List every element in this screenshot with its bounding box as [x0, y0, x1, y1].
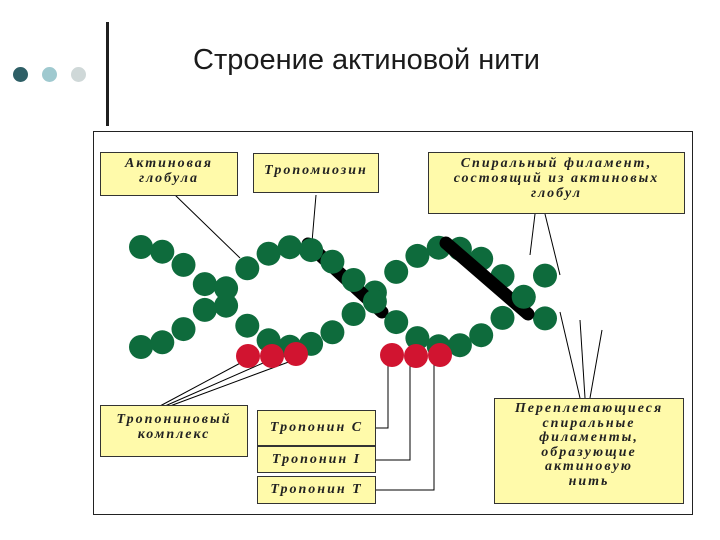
- title-divider: [106, 22, 109, 126]
- troponin-globule: [404, 344, 428, 368]
- page-title: Строение актиновой нити: [193, 44, 540, 76]
- actin-globule: [299, 238, 324, 263]
- label-line: Спиральный филамент,: [460, 156, 653, 171]
- label-line: нить: [568, 473, 610, 489]
- label-line: глобула: [139, 171, 199, 186]
- bullet-dot-mid: [42, 67, 57, 82]
- actin-globule: [384, 259, 409, 284]
- actin-globule: [150, 239, 175, 264]
- leader-lines: [159, 194, 603, 491]
- actin-globule: [405, 326, 430, 351]
- label-line: Тропониновый: [116, 412, 232, 427]
- actin-globule: [171, 317, 196, 342]
- actin-globule: [511, 284, 536, 309]
- actin-globule: [341, 302, 366, 326]
- label-line: Тропонин I: [271, 452, 362, 467]
- troponin-globule: [380, 343, 404, 367]
- label-tropomyosin: Тропомиозин: [253, 153, 379, 193]
- label-line: образующие: [541, 444, 637, 460]
- actin-globule: [533, 263, 557, 288]
- actin-globule: [192, 272, 217, 297]
- label-line: Тропомиозин: [264, 163, 368, 178]
- actin-globule: [129, 235, 153, 259]
- actin-globule: [469, 323, 494, 348]
- actin-strand-dark: [129, 235, 557, 359]
- actin-globule: [341, 268, 366, 292]
- actin-globule: [447, 333, 472, 358]
- label-line: Тропонин С: [269, 420, 364, 435]
- label-line: глобул: [531, 186, 582, 201]
- actin-globule: [320, 320, 345, 345]
- actin-globule: [490, 305, 515, 330]
- label-troponin-i: Тропонин I: [257, 446, 376, 473]
- label-troponin-t: Тропонин Т: [257, 476, 376, 504]
- label-line: Тропонин Т: [270, 482, 363, 497]
- troponin-globules: [236, 342, 452, 368]
- label-spiral-filament: Спиральный филамент, состоящий из актино…: [428, 152, 685, 214]
- label-line: Актиновая: [124, 156, 214, 171]
- label-troponin-complex: Тропониновый комплекс: [100, 405, 248, 457]
- actin-globule: [277, 235, 302, 260]
- label-line: спиральные: [542, 415, 636, 431]
- actin-globule: [533, 306, 557, 331]
- troponin-globule: [260, 344, 284, 368]
- actin-globule: [320, 249, 345, 274]
- label-interwoven-filaments: Переплетающиеся спиральные филаменты, об…: [494, 398, 684, 504]
- actin-globule: [384, 310, 409, 335]
- label-line: филаменты,: [539, 430, 639, 445]
- actin-globule: [214, 293, 239, 318]
- actin-globule: [192, 297, 217, 322]
- actin-globule: [171, 252, 196, 277]
- label-actin-globule: Актиновая глобула: [100, 152, 238, 196]
- actin-strand-front: [129, 235, 557, 359]
- actin-globule: [129, 335, 153, 359]
- label-troponin-c: Тропонин С: [257, 410, 376, 446]
- bullet-dot-dark: [13, 67, 28, 82]
- label-line: комплекс: [137, 427, 211, 442]
- actin-globule: [256, 241, 281, 266]
- troponin-globule: [428, 343, 452, 367]
- troponin-globule: [284, 342, 308, 366]
- actin-globule: [235, 313, 260, 338]
- bullet-dot-light: [71, 67, 86, 82]
- actin-globule: [214, 276, 239, 301]
- label-line: актиновую: [544, 459, 634, 474]
- actin-globule: [362, 289, 387, 314]
- actin-globule: [235, 256, 260, 281]
- actin-globule: [405, 243, 430, 268]
- troponin-globule: [236, 344, 260, 368]
- label-line: состоящий из актиновых: [453, 171, 660, 186]
- actin-globule: [150, 330, 175, 355]
- label-line: Переплетающиеся: [514, 401, 664, 416]
